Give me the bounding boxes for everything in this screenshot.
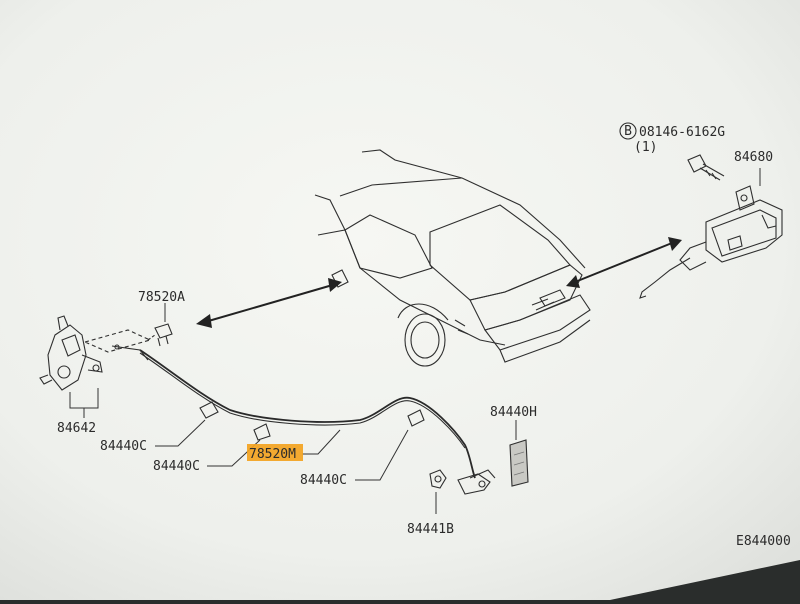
label-84440H: 84440H [490,405,537,420]
vehicle-outline [314,149,591,367]
highlight-marker [247,444,303,461]
highlighted-callout: 78520M [247,444,303,462]
label-84440C-3: 84440C [300,473,347,488]
bolt-part [687,154,725,181]
label-bolt-qty: (1) [634,140,657,155]
diagram-code: E844000 [736,534,791,549]
label-84642: 84642 [57,421,96,436]
label-84680: 84680 [734,150,773,165]
cable-clamp-shapes [199,401,425,441]
label-84440C-2: 84440C [153,459,200,474]
label-78520M: 78520M [249,447,296,462]
pad-part [509,439,529,487]
leader-lines [69,168,761,514]
clip-78520A-part [147,323,173,347]
label-84441B: 84441B [407,522,454,537]
assembly-arrow-left [196,278,342,328]
callout-bolt-spec: B 08146-6162G (1) [619,122,725,155]
monitor-bezel [610,560,800,600]
grommet-part [429,469,447,489]
cable-end-latch [457,469,496,495]
actuator-assembly [639,185,783,299]
label-84440C-1: 84440C [100,439,147,454]
release-cable [139,349,476,479]
assembly-arrow-right [566,237,682,288]
label-bolt-spec: 08146-6162G [639,125,725,140]
label-78520A: 78520A [138,290,185,305]
bolt-spec-symbol: B [624,124,632,139]
opener-lever-assembly [39,315,152,391]
